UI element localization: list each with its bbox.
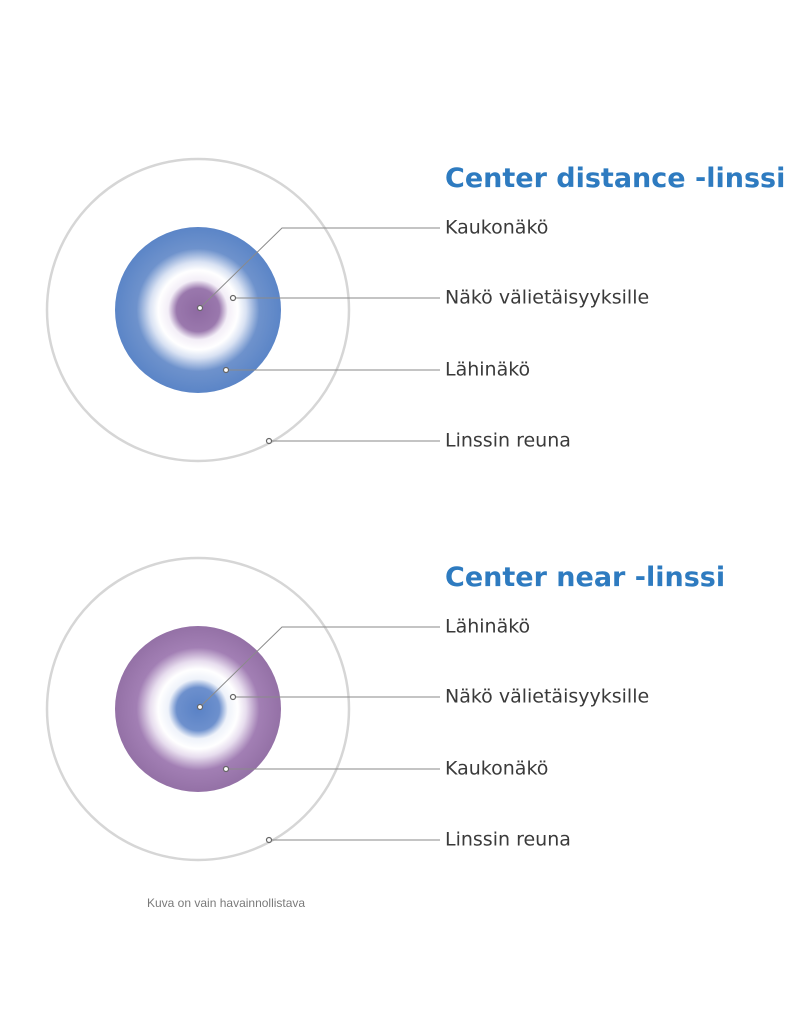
label-center-zone: Kaukonäkö — [445, 216, 549, 239]
marker-dot-outer — [222, 366, 230, 374]
marker-dot-center — [196, 304, 204, 312]
label-lens-edge: Linssin reuna — [445, 429, 571, 452]
center-distance-diagram: Center distance -linssi Kaukonäkö Näkö v… — [0, 110, 800, 510]
label-intermediate-zone: Näkö välietäisyyksille — [445, 685, 650, 708]
diagram-title: Center near -linssi — [445, 562, 726, 593]
label-outer-zone: Kaukonäkö — [445, 757, 549, 780]
label-lens-edge: Linssin reuna — [445, 828, 571, 851]
marker-dot-outer — [222, 765, 230, 773]
illustration-disclaimer: Kuva on vain havainnollistava — [147, 896, 306, 910]
marker-dot-intermediate — [229, 693, 237, 701]
leader-line-center — [199, 626, 440, 708]
leader-line-center — [199, 227, 440, 309]
marker-dot-intermediate — [229, 294, 237, 302]
marker-dot-edge — [265, 437, 273, 445]
center-near-lens-illustration — [45, 556, 440, 862]
diagram-title: Center distance -linssi — [445, 163, 786, 194]
label-intermediate-zone: Näkö välietäisyyksille — [445, 286, 650, 309]
marker-dot-center — [196, 703, 204, 711]
marker-dot-edge — [265, 836, 273, 844]
label-outer-zone: Lähinäkö — [445, 358, 531, 381]
lens-edge-circle — [45, 556, 351, 862]
center-near-diagram: Center near -linssi Lähinäkö Näkö väliet… — [0, 509, 800, 909]
center-distance-lens-illustration — [45, 157, 440, 463]
lens-edge-circle — [45, 157, 351, 463]
label-center-zone: Lähinäkö — [445, 615, 531, 638]
